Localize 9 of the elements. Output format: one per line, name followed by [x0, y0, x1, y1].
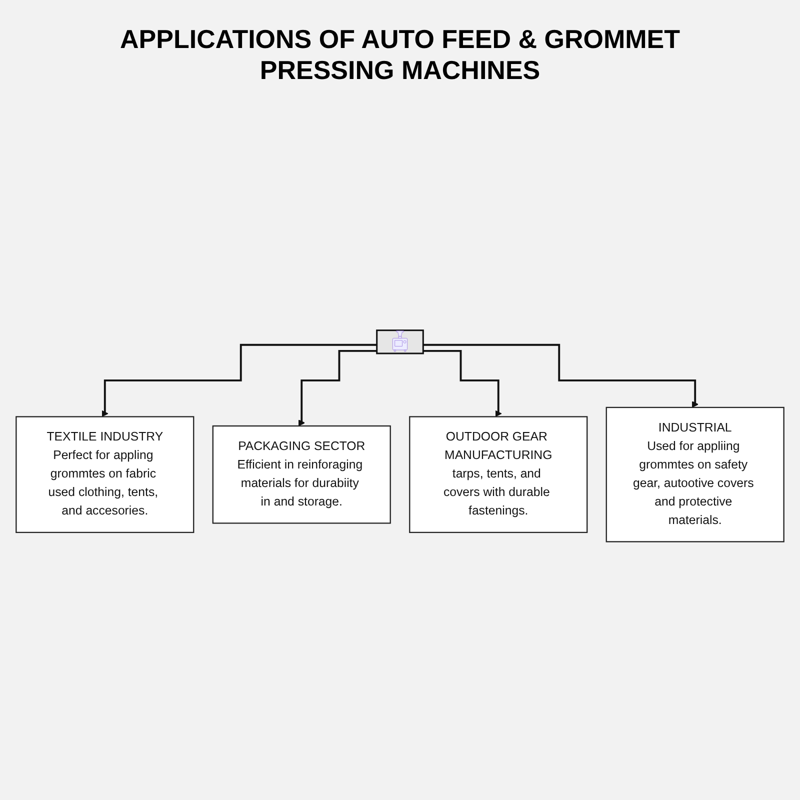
title: APPLICATIONS OF AUTO FEED & GROMMET PRESSING MACHINES [119, 24, 681, 86]
node-box: PACKAGING SECTOR Efficient in reinforaging materials for durabiity in and storage. [212, 425, 391, 524]
arrow [423, 350, 502, 418]
arrow [423, 344, 698, 408]
arrow [298, 350, 377, 426]
node-box: OUTDOOR GEAR MANUFACTURING tarps, tents, and covers with durable fastenings. [409, 416, 588, 534]
node-box: INDUSTRIAL Used for appliing grommtes on safety gear, autootive covers and protective materials. [606, 406, 784, 542]
node-box: TEXTILE INDUSTRY Perfect for appling grommtes on fabric used clothing, tents, and accesories. [16, 416, 194, 534]
arrow [102, 344, 377, 418]
